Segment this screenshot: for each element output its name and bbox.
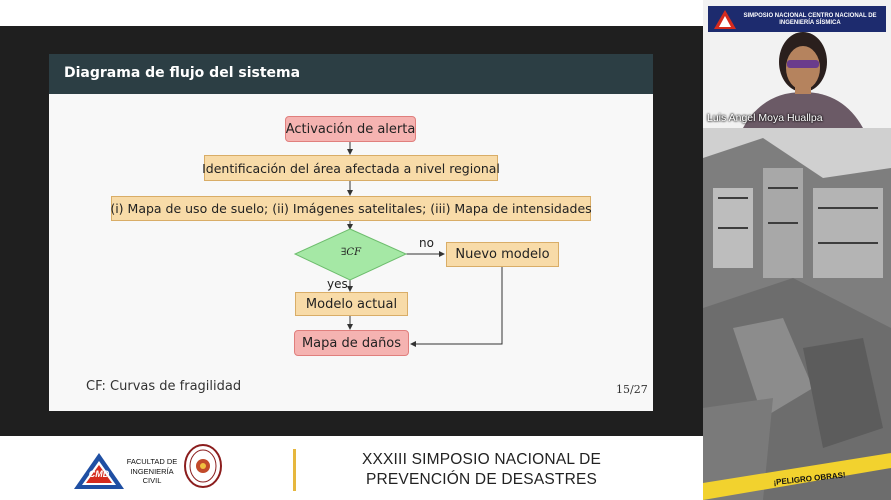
decision-diamond (293, 228, 408, 281)
window-top-strip (0, 0, 703, 26)
current-model-box: Modelo actual (295, 292, 408, 316)
edge-label-yes: yes (327, 277, 348, 291)
camera-banner-text: SIMPOSIO NACIONAL CENTRO NACIONAL DE ING… (743, 13, 877, 26)
slide-page-number: 15/27 (616, 383, 648, 396)
arrow-new-model-to-damage-map (410, 267, 503, 347)
identification-box: Identificación del área afectada a nivel… (202, 155, 500, 181)
university-seal-icon (184, 444, 222, 488)
presentation-slide: Diagrama de flujo del sistema Activación… (49, 54, 653, 411)
slide-header: Diagrama de flujo del sistema (49, 54, 653, 94)
data-inputs-box: (i) Mapa de uso de suelo; (ii) Imágenes … (110, 196, 592, 221)
faculty-label: FACULTAD DE INGENIERÍA CIVIL (126, 457, 178, 486)
footer-divider (293, 449, 296, 491)
cmd-logo-icon: CMD (74, 453, 124, 489)
event-title-line-1: XXXIII SIMPOSIO NACIONAL DE (361, 451, 602, 468)
slide-title: Diagrama de flujo del sistema (64, 65, 301, 81)
new-model-box: Nuevo modelo (446, 242, 559, 267)
decision-label: ∃CF (331, 247, 371, 258)
speaker-camera-tile[interactable]: SIMPOSIO NACIONAL CENTRO NACIONAL DE ING… (703, 0, 891, 128)
event-title-line-2: PREVENCIÓN DE DESASTRES (365, 471, 598, 488)
faculty-line-1: FACULTAD DE (126, 457, 178, 466)
edge-label-no: no (419, 236, 434, 250)
damage-map-box: Mapa de daños (294, 330, 409, 356)
event-footer (0, 436, 703, 500)
faculty-line-2: INGENIERÍA (130, 466, 174, 476)
speaker-silhouette-icon (743, 32, 863, 128)
camera-banner: SIMPOSIO NACIONAL CENTRO NACIONAL DE ING… (708, 6, 886, 32)
decision-cf-text: CF (346, 247, 362, 258)
speaker-name-label: Luis Angel Moya Huallpa (707, 112, 823, 124)
alert-activation-box: Activación de alerta (285, 116, 416, 142)
cmd-logo-text: CMD (89, 469, 110, 479)
banner-logo-icon (714, 10, 736, 29)
slide-footnote: CF: Curvas de fragilidad (86, 379, 242, 394)
collapsed-building-image (703, 128, 891, 500)
exists-symbol: ∃ (340, 247, 347, 258)
faculty-line-3: CIVIL (142, 476, 162, 485)
event-title: XXXIII SIMPOSIO NACIONAL DE PREVENCIÓN D… (360, 450, 603, 490)
flowchart-connectors (293, 142, 503, 347)
video-panel: SIMPOSIO NACIONAL CENTRO NACIONAL DE ING… (703, 0, 891, 500)
